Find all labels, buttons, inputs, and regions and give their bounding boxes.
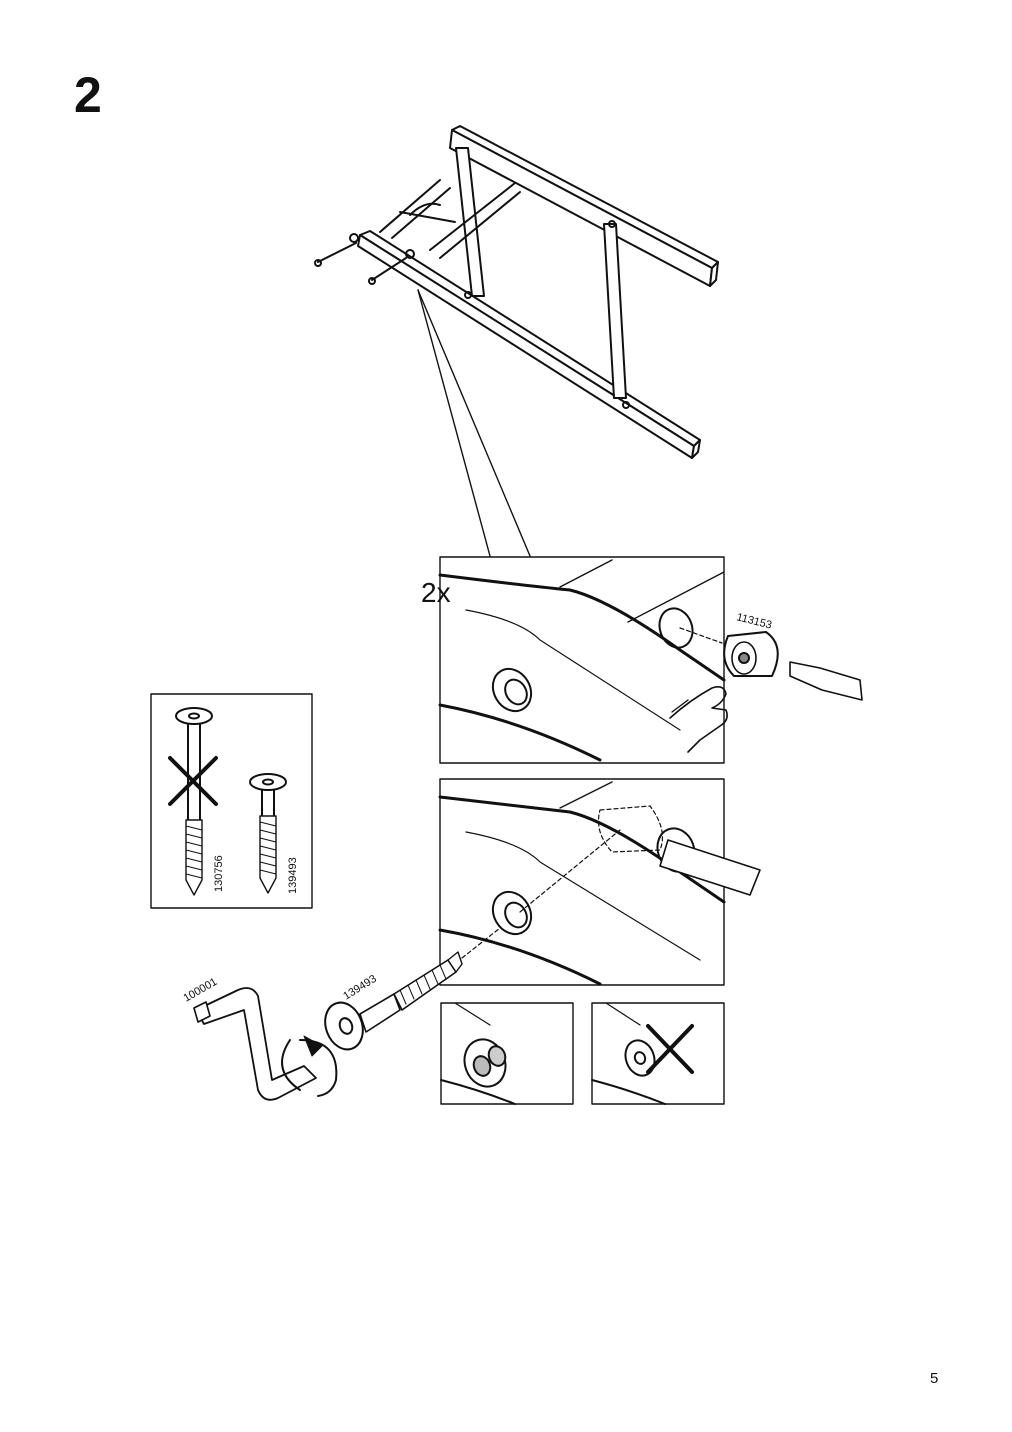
cam-lock-part-label: 113153: [735, 611, 773, 631]
cam-lock-drawing: [679, 627, 863, 701]
bolt-drawing: [324, 927, 501, 1051]
bolt-correct-part-label: 139493: [287, 857, 299, 894]
check-panel-wrong: [591, 1002, 725, 1105]
check-panel-correct: [440, 1002, 574, 1105]
allen-key-part-label: 100001: [182, 976, 220, 1005]
allen-key-drawing: [193, 987, 338, 1101]
stool-frame-drawing: [314, 125, 719, 459]
wrong-cross-icon: [168, 756, 218, 806]
wrong-cross-icon: [646, 1024, 694, 1074]
quantity-label: 2x: [421, 577, 451, 608]
bolt-comparison-box: [150, 693, 313, 909]
detail-panel-insert-cam: [438, 556, 728, 764]
bolt-part-label: 139493: [341, 973, 378, 1003]
bolt-wrong-part-label: 130756: [213, 855, 225, 892]
page-number: 5: [930, 1370, 939, 1387]
detail-panel-insert-bolt: [438, 778, 761, 986]
step-number: 2: [74, 67, 102, 123]
